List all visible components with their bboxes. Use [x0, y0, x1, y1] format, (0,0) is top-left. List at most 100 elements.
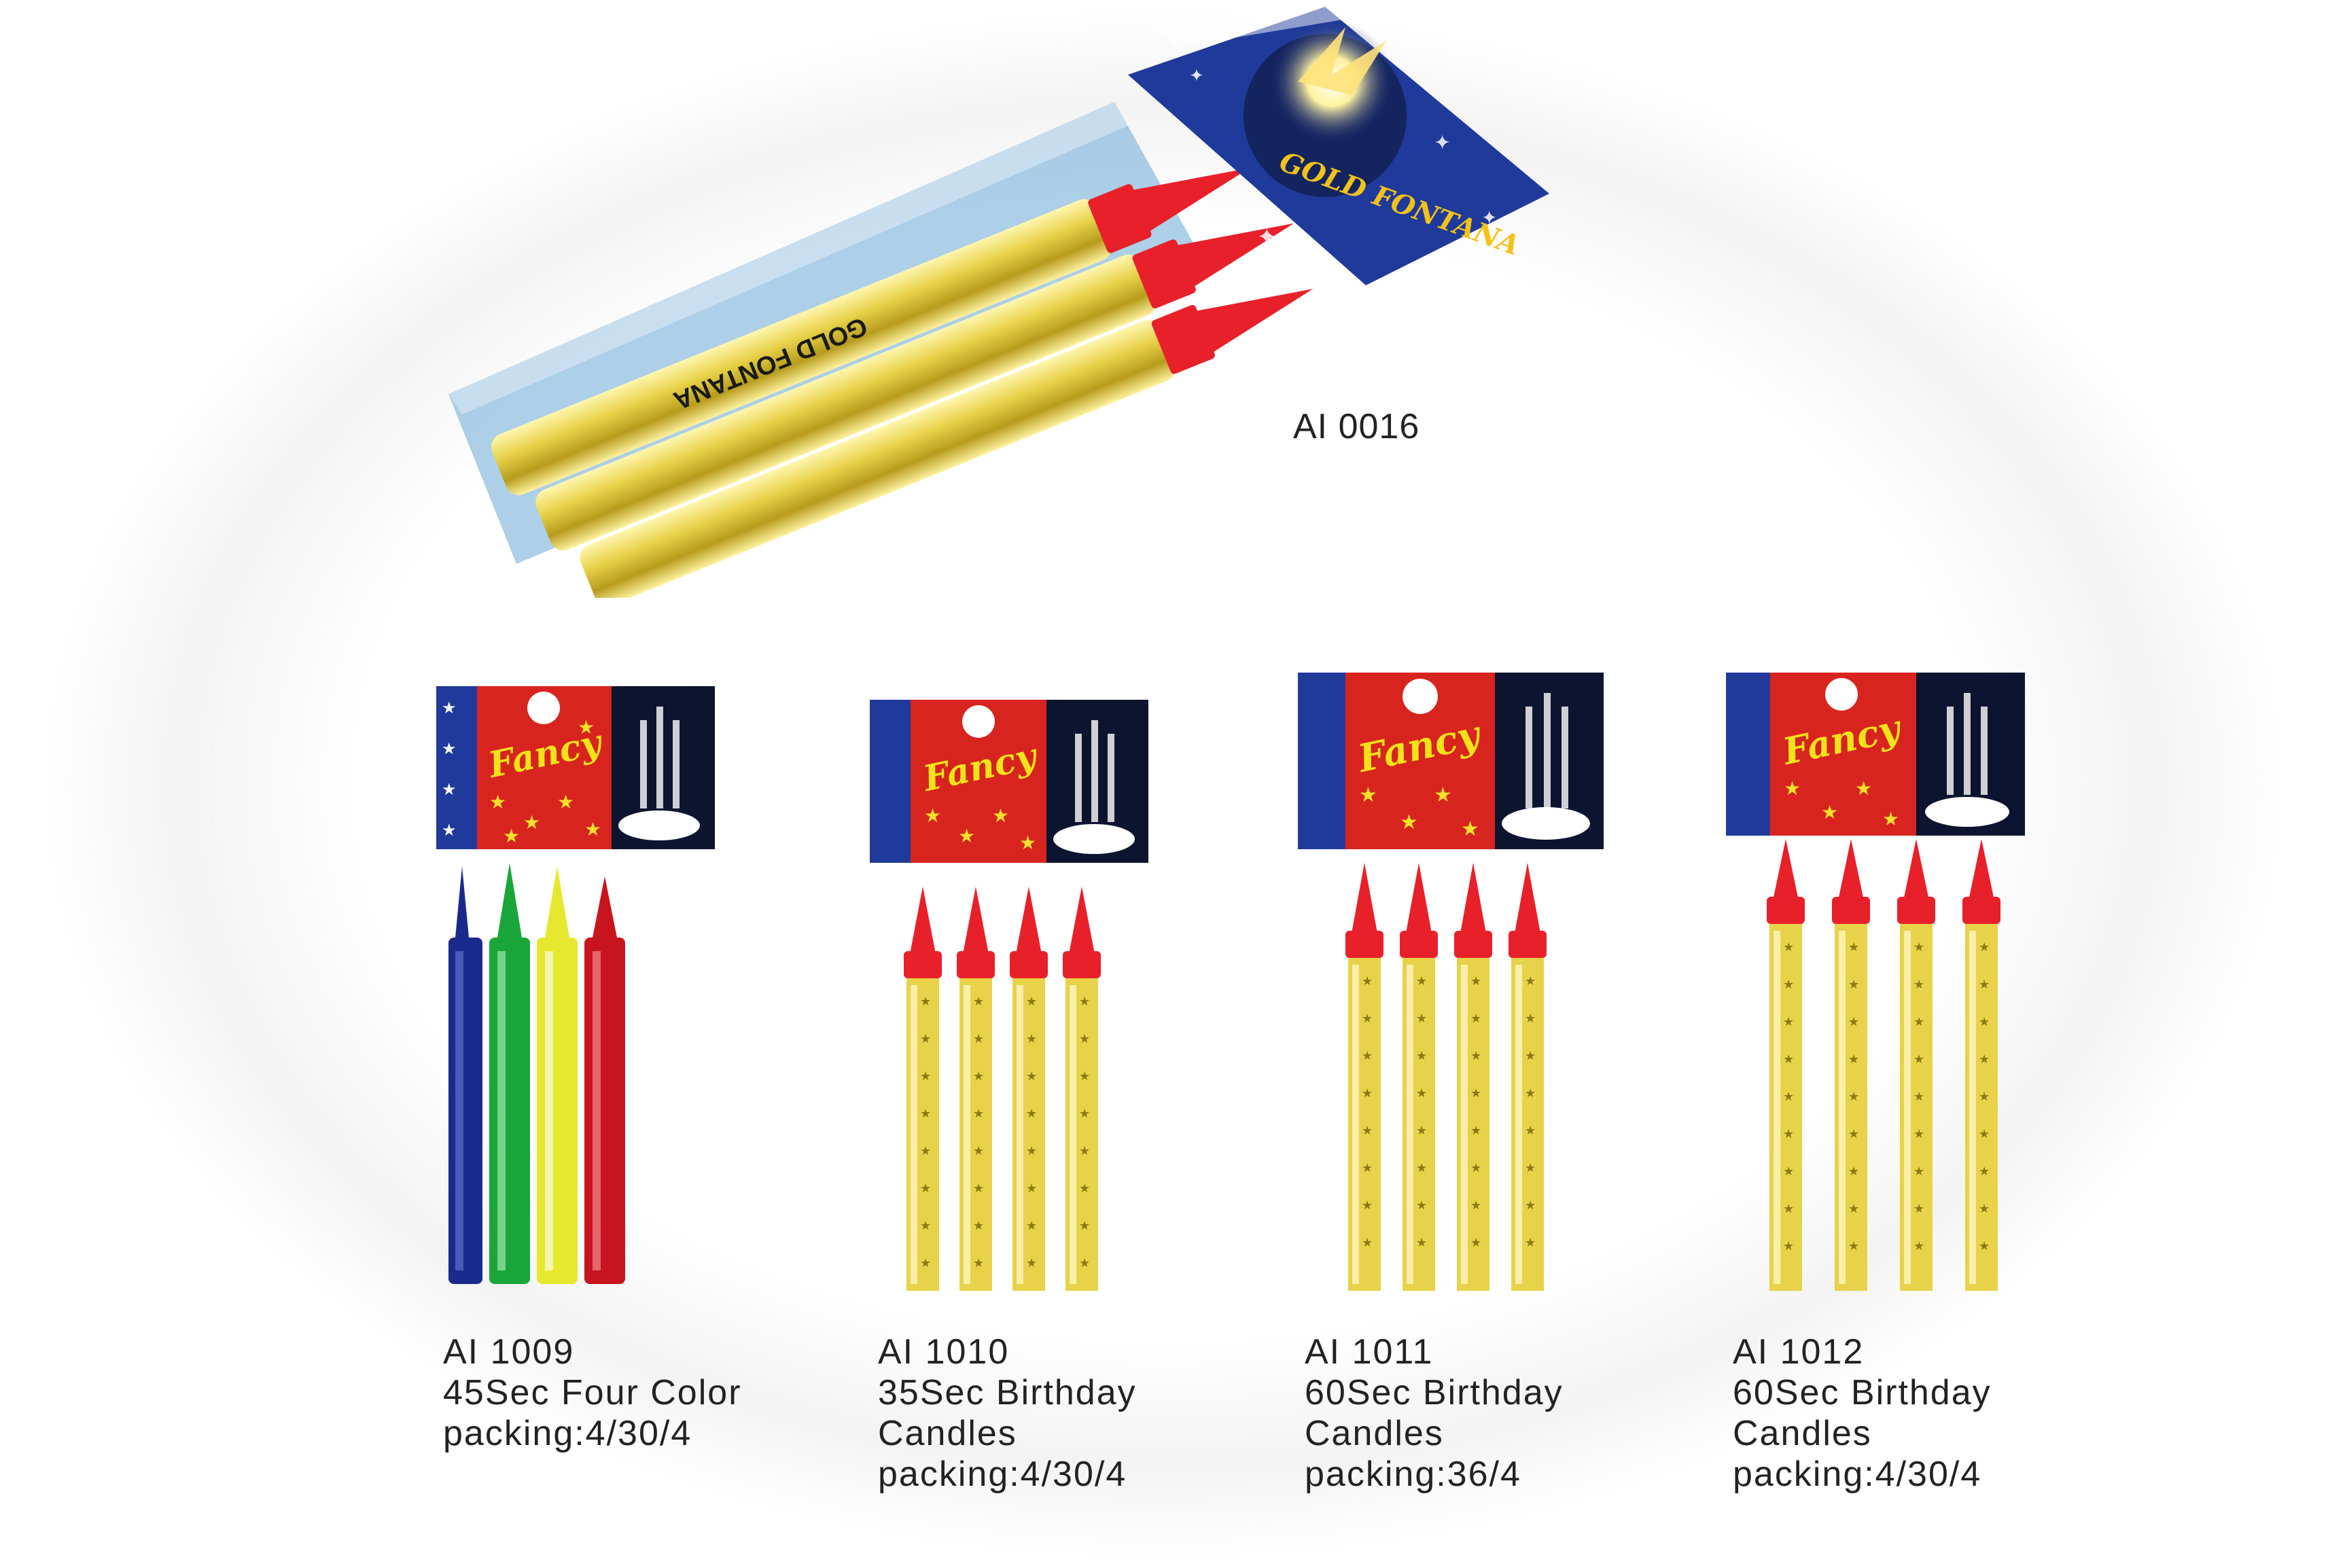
- svg-text:★: ★: [1783, 1202, 1794, 1215]
- svg-text:★: ★: [1913, 1239, 1924, 1253]
- svg-text:★: ★: [442, 781, 457, 799]
- svg-text:★: ★: [1979, 1052, 1990, 1066]
- gold-candle: ★★★★★★★★★: [1897, 839, 1935, 1291]
- gold-candle: ★★★★★★★★: [1063, 887, 1101, 1291]
- svg-text:★: ★: [992, 805, 1009, 826]
- gold-candle: ★★★★★★★★: [1509, 863, 1547, 1291]
- svg-text:★: ★: [1979, 1239, 1990, 1253]
- svg-text:★: ★: [1416, 1236, 1427, 1249]
- product-packing: packing:4/30/4: [443, 1414, 692, 1453]
- product-name-line2: Candles: [878, 1414, 1017, 1453]
- svg-text:★: ★: [1525, 1086, 1536, 1100]
- svg-text:★: ★: [489, 791, 506, 813]
- svg-text:★: ★: [1079, 1107, 1090, 1120]
- svg-text:★: ★: [1783, 1239, 1794, 1253]
- product-image-ai-1009: Fancy ★★★ ★★★ ★★★★: [436, 686, 715, 1284]
- product-image-ai-1011: Fancy ★★★★ ★★★★★★★★★★★★★★★★★★★★★★★★★★★★★…: [1298, 673, 1604, 1291]
- svg-text:★: ★: [973, 1069, 984, 1083]
- svg-text:★: ★: [1821, 802, 1838, 823]
- svg-text:★: ★: [958, 825, 975, 847]
- gold-candle: ★★★★★★★★: [1400, 863, 1438, 1291]
- svg-text:★: ★: [973, 1032, 984, 1046]
- svg-text:★: ★: [1979, 1090, 1990, 1103]
- svg-text:★: ★: [1026, 1069, 1037, 1083]
- svg-text:★: ★: [1913, 978, 1924, 991]
- product-name-line1: 60Sec Birthday: [1305, 1373, 1564, 1412]
- svg-text:★: ★: [1416, 1049, 1427, 1063]
- svg-text:✦: ✦: [1189, 65, 1204, 86]
- svg-text:★: ★: [973, 1219, 984, 1232]
- product-packing: packing:4/30/4: [1733, 1455, 1982, 1494]
- svg-text:★: ★: [442, 699, 457, 717]
- product-packing: packing:4/30/4: [878, 1455, 1127, 1494]
- gold-candle: ★★★★★★★★★: [1832, 839, 1870, 1291]
- svg-text:★: ★: [503, 825, 520, 847]
- svg-text:★: ★: [1400, 811, 1418, 834]
- header-card: Fancy ★★★★: [1298, 673, 1604, 849]
- svg-text:★: ★: [1079, 1032, 1090, 1046]
- svg-text:★: ★: [1783, 1127, 1794, 1141]
- svg-text:★: ★: [1362, 1161, 1373, 1175]
- caption-ai-1010: AI 1010 35Sec Birthday Candles packing:4…: [878, 1332, 1137, 1495]
- svg-text:★: ★: [1525, 1161, 1536, 1175]
- svg-text:★: ★: [1470, 1124, 1481, 1137]
- svg-text:★: ★: [1470, 1161, 1481, 1175]
- svg-text:★: ★: [1470, 1049, 1481, 1063]
- svg-text:★: ★: [1979, 1202, 1990, 1215]
- svg-text:★: ★: [920, 1144, 931, 1158]
- svg-text:★: ★: [1470, 1198, 1481, 1212]
- svg-text:★: ★: [1525, 974, 1536, 988]
- svg-text:★: ★: [442, 740, 457, 758]
- svg-text:★: ★: [1359, 784, 1377, 806]
- svg-text:★: ★: [1362, 1049, 1373, 1063]
- svg-text:★: ★: [920, 995, 931, 1008]
- product-packing: packing:36/4: [1305, 1455, 1521, 1494]
- svg-text:★: ★: [1913, 1164, 1924, 1178]
- product-code: AI 1012: [1733, 1332, 1865, 1372]
- svg-text:★: ★: [1026, 995, 1037, 1008]
- svg-text:★: ★: [973, 1144, 984, 1158]
- svg-text:★: ★: [1416, 1012, 1427, 1025]
- svg-text:★: ★: [1784, 778, 1801, 799]
- svg-text:★: ★: [1525, 1124, 1536, 1137]
- product-name: 45Sec Four Color: [443, 1373, 742, 1412]
- product-name-line1: 60Sec Birthday: [1733, 1373, 1992, 1412]
- svg-text:★: ★: [1362, 1086, 1373, 1100]
- svg-text:★: ★: [1470, 974, 1481, 988]
- header-card: Fancy ★★★★: [1726, 673, 2025, 836]
- svg-text:★: ★: [1979, 1164, 1990, 1178]
- four-color-candles: [448, 863, 625, 1284]
- svg-text:★: ★: [924, 805, 941, 826]
- svg-text:★: ★: [1026, 1256, 1037, 1270]
- svg-text:★: ★: [1783, 1164, 1794, 1178]
- svg-text:✦: ✦: [1481, 207, 1497, 228]
- svg-text:★: ★: [1848, 1127, 1859, 1141]
- svg-text:★: ★: [920, 1107, 931, 1120]
- svg-text:★: ★: [973, 1181, 984, 1195]
- svg-text:★: ★: [1979, 1015, 1990, 1029]
- product-image-ai-1012: Fancy ★★★★ ★★★★★★★★★★★★★★★★★★★★★★★★★★★★★…: [1726, 673, 2025, 1291]
- svg-text:★: ★: [1913, 1127, 1924, 1141]
- svg-text:★: ★: [1525, 1012, 1536, 1025]
- svg-text:★: ★: [1525, 1198, 1536, 1212]
- svg-text:★: ★: [1079, 1144, 1090, 1158]
- svg-text:★: ★: [1416, 1124, 1427, 1137]
- svg-text:★: ★: [1525, 1049, 1536, 1063]
- svg-text:★: ★: [973, 1256, 984, 1270]
- svg-text:★: ★: [920, 1181, 931, 1195]
- gold-candle: ★★★★★★★★: [1010, 887, 1048, 1291]
- caption-ai-1011: AI 1011 60Sec Birthday Candles packing:3…: [1305, 1332, 1564, 1495]
- gold-candle: ★★★★★★★★: [1454, 863, 1492, 1291]
- svg-text:★: ★: [1362, 974, 1373, 988]
- svg-text:✦: ✦: [1434, 132, 1451, 154]
- svg-text:★: ★: [1979, 940, 1990, 954]
- svg-text:★: ★: [1019, 832, 1036, 853]
- gold-tubes: GOLD FONTANA: [491, 168, 1313, 598]
- gold-candle: ★★★★★★★★★: [1962, 839, 2000, 1291]
- svg-text:★: ★: [973, 1107, 984, 1120]
- svg-text:★: ★: [1434, 784, 1452, 806]
- svg-text:★: ★: [557, 791, 574, 813]
- svg-text:★: ★: [1848, 940, 1859, 954]
- svg-text:★: ★: [1979, 1127, 1990, 1141]
- svg-text:★: ★: [1026, 1032, 1037, 1046]
